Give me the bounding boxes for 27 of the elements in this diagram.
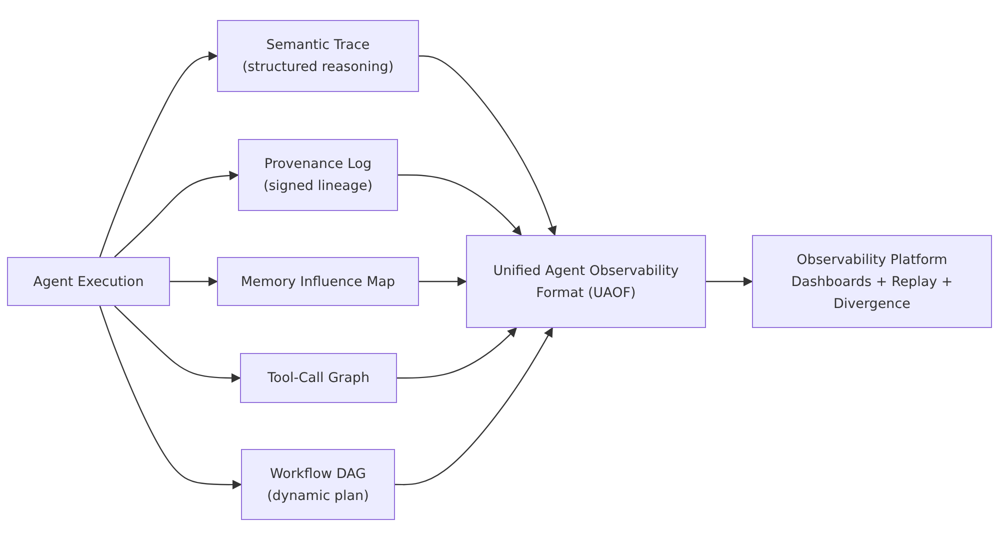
process-box — [752, 235, 992, 328]
node-label: Agent Execution — [33, 272, 144, 292]
process-box — [466, 235, 706, 328]
arrow — [114, 170, 239, 258]
node-label: Workflow DAG (dynamic plan) — [266, 464, 370, 506]
process-box — [241, 449, 395, 520]
arrow — [398, 174, 522, 236]
node-label: Provenance Log (signed lineage) — [262, 155, 374, 196]
node-label: Tool-Call Graph — [268, 369, 370, 388]
process-box — [217, 257, 419, 306]
arrow — [395, 327, 553, 486]
process-box — [238, 139, 398, 211]
arrow — [99, 51, 218, 258]
arrow — [99, 306, 242, 490]
node-label: Semantic Trace (structured reasoning) — [241, 36, 395, 77]
arrow — [706, 276, 753, 286]
arrow — [419, 276, 467, 286]
process-box — [240, 353, 397, 403]
process-box — [7, 257, 170, 306]
process-box — [217, 20, 419, 92]
arrow — [397, 327, 518, 379]
node-label: Observability Platform Dashboards + Replay + Divergence — [790, 250, 954, 314]
node-label: Memory Influence Map — [240, 272, 396, 292]
arrow — [419, 55, 557, 236]
node-label: Unified Agent Observability Format (UAOF) — [492, 262, 680, 302]
arrow — [114, 306, 241, 383]
arrow — [170, 276, 218, 286]
